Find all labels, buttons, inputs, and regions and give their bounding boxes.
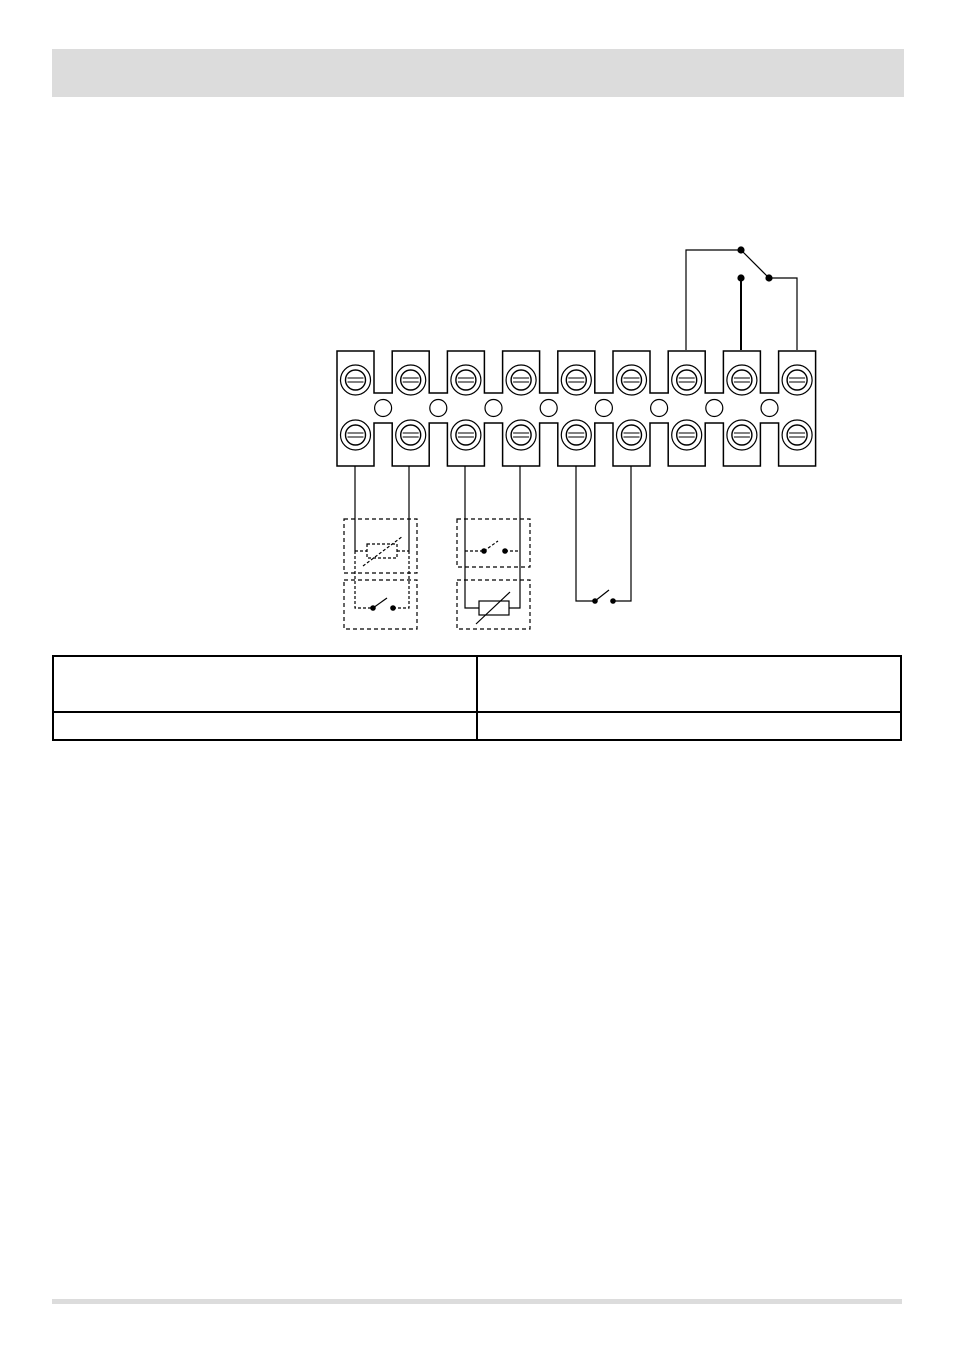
terminal-screw-ring xyxy=(395,364,427,396)
terminal-hole xyxy=(594,398,614,418)
table-cell xyxy=(476,655,902,713)
terminal-screw-ring xyxy=(726,364,758,396)
terminal-screw-ring xyxy=(450,364,482,396)
terminal-screw-ring xyxy=(339,364,372,396)
terminal-screw xyxy=(620,369,643,391)
terminal-screw xyxy=(344,369,367,391)
terminal-hole xyxy=(429,398,448,418)
terminal-screw xyxy=(676,369,698,391)
terminal-hole xyxy=(374,398,393,418)
terminal-screw-ring xyxy=(671,419,703,451)
terminal-screw xyxy=(400,424,422,446)
terminal-screw-ring xyxy=(560,364,592,396)
terminal-screw xyxy=(620,424,643,446)
table-row xyxy=(52,655,902,713)
terminal-screw-ring xyxy=(615,419,648,451)
terminal-screw-ring xyxy=(671,364,703,396)
terminal-screw xyxy=(731,369,753,391)
terminal-hole xyxy=(649,398,669,418)
table-cell xyxy=(476,711,902,741)
switch-right xyxy=(575,466,632,604)
terminal-screw-ring xyxy=(781,419,813,451)
header-bar xyxy=(52,49,904,97)
terminal-screw-ring xyxy=(395,419,427,451)
terminal-screw-ring xyxy=(505,364,537,396)
changeover-switch xyxy=(685,246,798,350)
terminal-screw-ring xyxy=(615,364,648,396)
terminal-block-outline xyxy=(336,350,817,467)
terminal-hole xyxy=(484,398,503,418)
terminal-screw-ring xyxy=(560,419,592,451)
table-cell xyxy=(52,655,478,713)
terminal-screw-ring xyxy=(726,419,758,451)
terminal-hole xyxy=(539,398,558,418)
terminal-screw-ring xyxy=(339,419,372,451)
terminal-screw xyxy=(455,424,477,446)
terminal-screw xyxy=(565,424,587,446)
terminal-block xyxy=(336,350,817,467)
terminal-screw xyxy=(565,369,587,391)
table-row xyxy=(52,711,902,741)
terminal-screw xyxy=(731,424,753,446)
device-middle xyxy=(456,466,531,630)
terminal-screw-ring xyxy=(505,419,537,451)
terminal-screw xyxy=(400,369,422,391)
table-cell xyxy=(52,711,478,741)
terminal-hole xyxy=(705,398,724,418)
terminal-screw xyxy=(510,424,532,446)
terminal-screw xyxy=(510,369,532,391)
terminal-screw-ring xyxy=(450,419,482,451)
terminal-hole xyxy=(760,398,779,418)
terminal-screw-ring xyxy=(781,364,813,396)
terminal-screw xyxy=(786,369,808,391)
terminal-screw xyxy=(344,424,367,446)
terminal-screw xyxy=(786,424,808,446)
device-left xyxy=(343,466,418,630)
info-table xyxy=(52,655,902,741)
terminal-screw xyxy=(455,369,477,391)
terminal-screw xyxy=(676,424,698,446)
footer-bar xyxy=(52,1299,902,1304)
